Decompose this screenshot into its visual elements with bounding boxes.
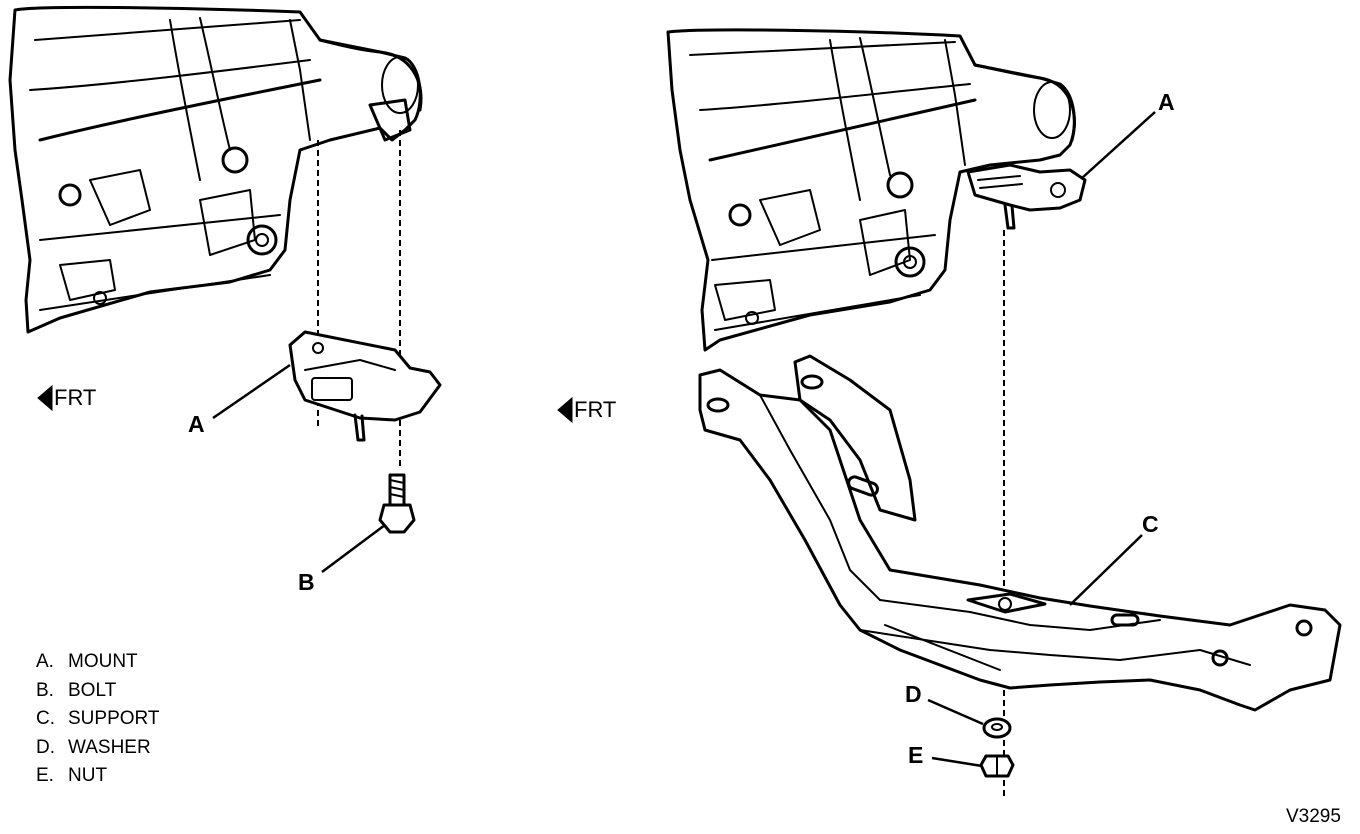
legend-key: E.	[36, 765, 54, 786]
left-callout-a-leader	[212, 363, 291, 420]
legend-text: NUT	[68, 765, 108, 786]
legend-item: D. WASHER	[36, 734, 160, 763]
legend-key: A.	[36, 651, 54, 672]
legend-text: WASHER	[68, 736, 151, 758]
legend-text: SUPPORT	[68, 708, 160, 729]
right-transmission-housing	[666, 28, 1076, 352]
left-bolt-part	[378, 473, 416, 534]
right-callout-e-leader	[931, 756, 983, 768]
legend-item: E. NUT	[36, 762, 160, 791]
legend-text: BOLT	[68, 679, 117, 701]
right-front-arrow-icon	[557, 396, 573, 424]
right-support-crossmember	[698, 354, 1342, 712]
right-washer-part	[982, 717, 1012, 739]
left-callout-b-leader	[321, 523, 386, 574]
legend-item: A. MOUNT	[36, 648, 160, 677]
right-callout-c-leader	[1069, 534, 1143, 606]
right-callout-a: A	[1158, 89, 1175, 115]
left-front-indicator: FRT	[37, 384, 96, 412]
right-mount-part	[966, 163, 1087, 230]
left-mount-part	[288, 330, 442, 442]
right-callout-e: E	[908, 742, 923, 768]
legend-item: C. SUPPORT	[36, 705, 160, 734]
figure-id: V3295	[1286, 806, 1341, 827]
right-front-label: FRT	[574, 397, 616, 422]
left-transmission-housing	[8, 5, 423, 334]
legend-key: D.	[36, 736, 55, 758]
legend-key: B.	[36, 679, 54, 701]
right-callout-d-leader	[927, 698, 984, 726]
right-callout-d: D	[905, 681, 922, 707]
left-front-arrow-icon	[37, 384, 53, 412]
left-callout-a: A	[188, 411, 205, 437]
right-front-indicator: FRT	[557, 396, 616, 424]
right-callout-c: C	[1142, 511, 1159, 537]
legend-text: MOUNT	[68, 651, 138, 672]
left-callout-b: B	[298, 569, 315, 595]
left-front-label: FRT	[54, 385, 96, 410]
legend-item: B. BOLT	[36, 677, 160, 706]
parts-legend: A. MOUNT B. BOLT C. SUPPORT D. WASHER E. NUT	[36, 648, 160, 791]
legend-key: C.	[36, 708, 55, 729]
right-callout-a-leader	[1081, 111, 1156, 179]
right-nut-part	[979, 754, 1015, 778]
